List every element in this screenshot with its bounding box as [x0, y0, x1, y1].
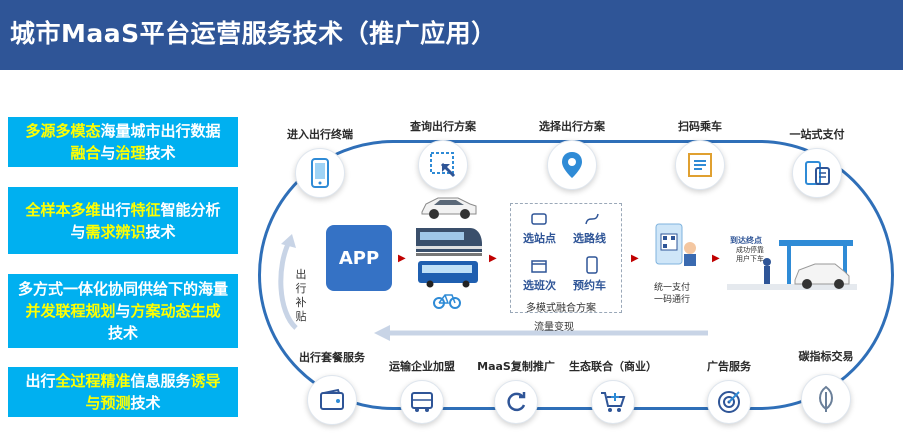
node-eco-union[interactable]: 生态联合（商业）	[553, 358, 673, 424]
tech-box-text: 全样本多维出行特征智能分析与需求辨识技术	[18, 199, 228, 243]
option-route-icon	[584, 211, 600, 230]
option-select-schedule[interactable]: 选班次	[523, 279, 556, 292]
option-book-car[interactable]: 预约车	[573, 279, 606, 292]
tech-box-feature-analysis: 全样本多维出行特征智能分析与需求辨识技术	[8, 187, 238, 254]
node-label: 扫码乘车	[678, 120, 722, 133]
highlight-text: 诱导与预测	[85, 372, 221, 412]
plain-text: 技术	[130, 394, 161, 412]
node-label: MaaS复制推广	[477, 360, 555, 373]
node-maas-replicate[interactable]: MaaS复制推广	[456, 358, 576, 424]
tech-box-data-fusion: 多源多模态海量城市出行数据融合与治理技术	[8, 117, 238, 167]
node-scan-ride[interactable]: 扫码乘车	[640, 118, 760, 190]
node-transport-join[interactable]: 运输企业加盟	[362, 358, 482, 424]
option-station-icon	[531, 211, 547, 230]
plain-text: 智能分析与	[70, 200, 221, 241]
subsidy-text-2: 补贴	[295, 296, 307, 323]
tech-box-info-service: 出行全过程精准信息服务诱导与预测技术	[8, 367, 238, 417]
node-label: 进入出行终端	[287, 128, 353, 141]
plain-text: 与	[115, 302, 131, 320]
node-ad-service[interactable]: 广告服务	[669, 358, 789, 424]
subsidy-text-1: 出行	[295, 268, 307, 295]
tech-box-route-planning: 多方式一体化协同供给下的海量并发联程规划与方案动态生成技术	[8, 274, 238, 348]
highlight-text: 方案动态生成	[130, 302, 221, 320]
subsidy-arrow	[270, 232, 300, 336]
dest-item-alight: 用户下车	[736, 255, 764, 263]
highlight-text: 特征	[130, 200, 161, 219]
search-map-icon	[418, 140, 468, 190]
target-icon	[707, 380, 751, 424]
node-label: 出行套餐服务	[299, 351, 365, 364]
refresh-icon	[494, 380, 538, 424]
pay-text-one-code: 一码通行	[654, 295, 691, 305]
tech-box-text: 多方式一体化协同供给下的海量并发联程规划与方案动态生成技术	[18, 278, 228, 344]
node-label: 广告服务	[707, 360, 751, 373]
highlight-text: 并发联程规划	[25, 302, 116, 320]
location-pin-icon	[547, 140, 597, 190]
node-enter-terminal[interactable]: 进入出行终端	[260, 126, 380, 198]
plain-text: 与	[100, 144, 116, 162]
plain-text: 出行	[100, 200, 131, 219]
leaf-icon	[801, 374, 851, 424]
arrow-right-icon: ▶	[712, 253, 720, 264]
node-package-service[interactable]: 出行套餐服务	[272, 349, 392, 425]
option-select-station[interactable]: 选站点	[523, 232, 556, 245]
flow-label: 流量变现	[534, 322, 574, 333]
option-schedule-icon	[531, 258, 547, 277]
node-label: 一站式支付	[789, 128, 845, 141]
highlight-text: 融合	[70, 144, 101, 162]
node-label: 选择出行方案	[539, 120, 605, 133]
header-bar: 城市MaaS平台运营服务技术（推广应用）	[0, 0, 903, 70]
option-booking-icon	[586, 256, 598, 278]
highlight-text: 全样本多维	[25, 200, 101, 219]
flow-monetization-arrow	[372, 313, 712, 347]
destination-image	[727, 232, 857, 296]
arrow-right-icon: ▶	[631, 253, 639, 264]
app-label: APP	[338, 247, 380, 269]
multi-mode-plan-panel	[510, 203, 622, 313]
qr-scan-icon	[675, 140, 725, 190]
plain-text: 多方式一体化协同供给下的海量	[18, 280, 229, 298]
node-one-stop-pay[interactable]: 一站式支付	[757, 126, 877, 198]
train-image	[414, 222, 484, 262]
plain-text: 海量城市出行数据	[100, 122, 221, 140]
plain-text: 技术	[145, 222, 176, 241]
plain-text: 出行	[25, 372, 56, 390]
car-image	[418, 192, 480, 224]
node-label: 生态联合（商业）	[569, 360, 657, 373]
tech-box-text: 出行全过程精准信息服务诱导与预测技术	[18, 370, 228, 414]
highlight-text: 全过程精准	[55, 372, 131, 390]
node-label: 碳指标交易	[798, 350, 854, 363]
node-carbon-trade[interactable]: 碳指标交易	[766, 348, 886, 424]
arrow-right-icon: ▶	[398, 253, 406, 264]
payment-terminal-icon	[792, 148, 842, 198]
plain-text: 技术	[145, 144, 176, 162]
option-select-route[interactable]: 选路线	[573, 232, 606, 245]
dest-title: 到达终点	[730, 236, 762, 245]
node-query-plan[interactable]: 查询出行方案	[383, 118, 503, 190]
bicycle-image	[432, 291, 462, 313]
cart-icon	[591, 380, 635, 424]
page-title: 城市MaaS平台运营服务技术（推广应用）	[10, 19, 497, 48]
arrow-right-icon: ▶	[489, 253, 497, 264]
plain-text: 信息服务	[130, 372, 191, 390]
subsidy-text: 出行 补贴	[293, 268, 309, 324]
options-caption: 多模式融合方案	[526, 303, 596, 314]
app-icon[interactable]: APP	[326, 225, 392, 291]
highlight-text: 需求辨识	[85, 222, 146, 241]
bus-icon	[400, 380, 444, 424]
highlight-text: 多源多模态	[25, 122, 101, 140]
highlight-text: 治理	[115, 144, 146, 162]
node-label: 运输企业加盟	[389, 360, 455, 373]
phone-icon	[295, 148, 345, 198]
node-select-plan[interactable]: 选择出行方案	[512, 118, 632, 190]
bus-image	[416, 258, 480, 292]
wallet-icon	[307, 375, 357, 425]
dest-item-dock: 成功停靠	[736, 246, 764, 254]
qr-phone-image	[650, 222, 702, 272]
plain-text: 技术	[107, 324, 138, 342]
node-label: 查询出行方案	[410, 120, 476, 133]
pay-text-unified: 统一支付	[654, 283, 691, 293]
tech-box-text: 多源多模态海量城市出行数据融合与治理技术	[18, 120, 228, 164]
